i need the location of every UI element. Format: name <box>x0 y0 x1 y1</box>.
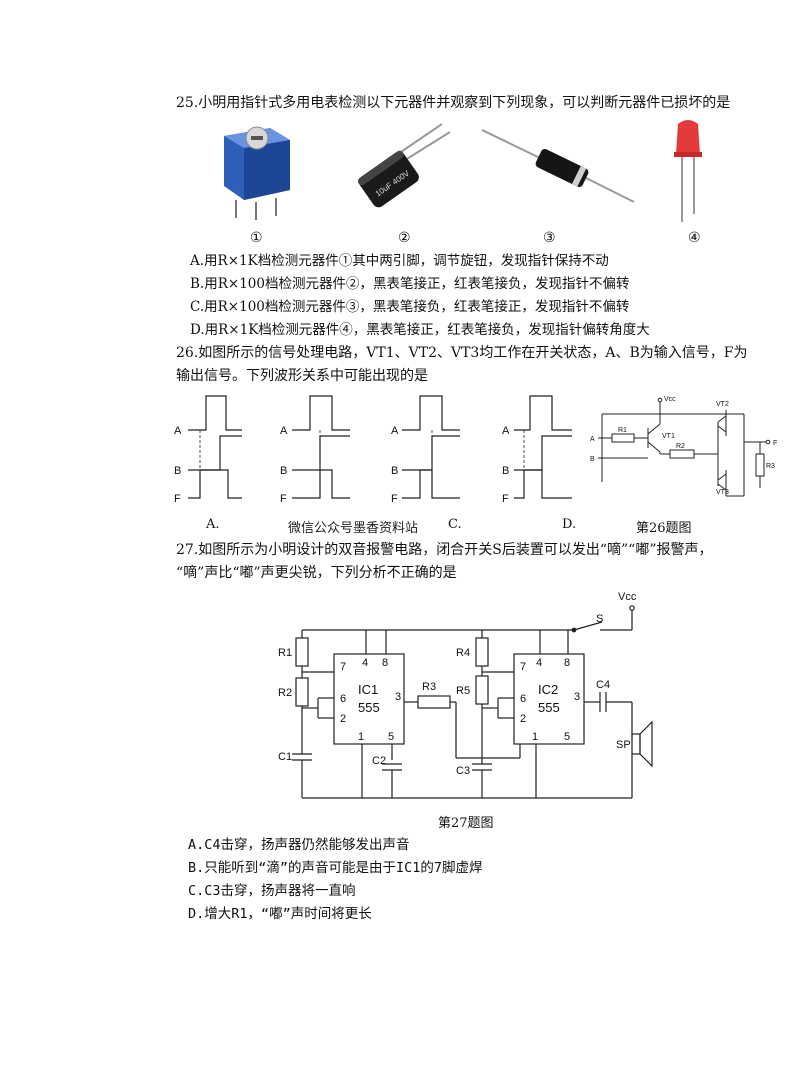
signal-label-b: B <box>391 465 398 477</box>
svg-text:1: 1 <box>532 731 538 743</box>
signal-label-b: B <box>174 465 181 477</box>
ic1-name: IC1 <box>358 682 378 697</box>
signal-label-b: B <box>280 465 287 477</box>
q25-component-photos: 10uF 400V <box>224 120 702 222</box>
q26-circuit: Vcc R1 VT1 R2 VT2 VT3 R3 A B F <box>590 396 777 497</box>
q27-stem-line1: 27.如图所示为小明设计的双音报警电路，闭合开关S后装置可以发出“嘀”“嘟”报警… <box>176 542 713 558</box>
input-a-label: A <box>590 436 595 443</box>
q27-option-a: A.C4击穿，扬声器仍然能够发出声音 <box>188 837 410 853</box>
q26-waveforms: A B F A B F A B F A B F <box>174 395 572 505</box>
svg-text:8: 8 <box>382 657 388 669</box>
q27-option-c: C.C3击穿，扬声器将一直响 <box>188 883 356 899</box>
signal-label-f: F <box>280 493 287 505</box>
ic1-type: 555 <box>358 700 380 715</box>
potentiometer-photo <box>224 126 290 220</box>
q27-circuit: Vcc S R1 R2 R3 R4 R5 C1 C2 C3 C4 SP IC1 … <box>278 591 653 799</box>
q27-option-b: B.只能听到“滴”的声音可能是由于IC1的7脚虚焊 <box>188 860 483 876</box>
svg-text:6: 6 <box>520 693 526 705</box>
c1-label: C1 <box>278 751 292 763</box>
ic2-name: IC2 <box>538 682 558 697</box>
signal-label-a: A <box>502 425 510 437</box>
svg-text:1: 1 <box>358 731 364 743</box>
signal-label-a: A <box>391 425 399 437</box>
q27-option-d: D.增大R1，“嘟”声时间将更长 <box>188 906 372 922</box>
vt3-label: VT3 <box>716 489 729 496</box>
watermark: 微信公众号墨香资料站 <box>288 521 419 536</box>
svg-text:4: 4 <box>362 657 368 669</box>
q25-option-a: A.用R×1K档检测元器件①其中两引脚，调节旋钮，发现指针保持不动 <box>190 253 609 269</box>
q27-caption: 第27题图 <box>438 816 494 831</box>
vcc-label: Vcc <box>618 591 637 603</box>
r4-label: R4 <box>456 647 470 659</box>
q27-stem-line2: “嘀”声比“嘟”声更尖锐，下列分析不正确的是 <box>176 565 457 581</box>
q26-stem-line1: 26.如图所示的信号处理电路，VT1、VT2、VT3均工作在开关状态，A、B为输… <box>176 345 748 361</box>
c2-label: C2 <box>372 755 386 767</box>
svg-text:5: 5 <box>388 731 394 743</box>
svg-text:7: 7 <box>520 661 526 673</box>
r3-label: R3 <box>766 463 775 470</box>
r2-label: R2 <box>278 687 292 699</box>
input-b-label: B <box>590 456 595 463</box>
svg-text:4: 4 <box>536 657 542 669</box>
c4-label: C4 <box>596 679 610 691</box>
signal-label-f: F <box>502 493 509 505</box>
q26-option-a-label: A. <box>206 517 220 532</box>
signal-label-a: A <box>174 425 182 437</box>
svg-text:5: 5 <box>564 731 570 743</box>
component-label-4: ④ <box>688 230 701 246</box>
signal-label-f: F <box>174 493 181 505</box>
q25-option-b: B.用R×100档检测元器件②，黑表笔接正，红表笔接负，发现指针不偏转 <box>190 276 630 292</box>
svg-text:7: 7 <box>340 661 346 673</box>
c3-label: C3 <box>456 765 470 777</box>
component-label-2: ② <box>398 230 411 246</box>
diode-photo <box>481 129 635 203</box>
r5-label: R5 <box>456 685 470 697</box>
q26-caption: 第26题图 <box>636 521 692 536</box>
signal-label-b: B <box>502 465 509 477</box>
q25-option-d: D.用R×1K档检测元器件④，黑表笔接正，红表笔接负，发现指针偏转角度大 <box>190 322 650 338</box>
capacitor-photo: 10uF 400V <box>357 123 451 208</box>
r3-label: R3 <box>422 681 436 693</box>
svg-text:6: 6 <box>340 693 346 705</box>
r1-label: R1 <box>278 647 292 659</box>
svg-text:3: 3 <box>395 691 401 703</box>
vt2-label: VT2 <box>716 401 729 408</box>
led-photo <box>674 120 702 222</box>
component-label-3: ③ <box>543 230 556 246</box>
q25-option-c: C.用R×100档检测元器件③，黑表笔接负，红表笔接正，发现指针不偏转 <box>190 299 630 315</box>
svg-text:2: 2 <box>340 713 346 725</box>
svg-text:3: 3 <box>574 691 580 703</box>
svg-text:8: 8 <box>564 657 570 669</box>
q26-stem-line2: 输出信号。下列波形关系中可能出现的是 <box>176 368 428 384</box>
r1-label: R1 <box>618 427 627 434</box>
switch-label: S <box>596 613 603 625</box>
r2-label: R2 <box>676 443 685 450</box>
signal-label-f: F <box>391 493 398 505</box>
signal-label-a: A <box>280 425 288 437</box>
speaker-label: SP <box>616 739 631 751</box>
svg-text:2: 2 <box>520 713 526 725</box>
q26-option-d-label: D. <box>562 517 577 532</box>
q25-stem: 25.小明用指针式多用电表检测以下元器件并观察到下列现象，可以判断元器件已损坏的… <box>176 95 731 111</box>
q26-option-c-label: C. <box>448 517 462 532</box>
output-f-label: F <box>773 440 777 447</box>
vcc-label: Vcc <box>664 396 676 403</box>
component-label-1: ① <box>250 230 263 246</box>
ic2-type: 555 <box>538 700 560 715</box>
vt1-label: VT1 <box>662 433 675 440</box>
